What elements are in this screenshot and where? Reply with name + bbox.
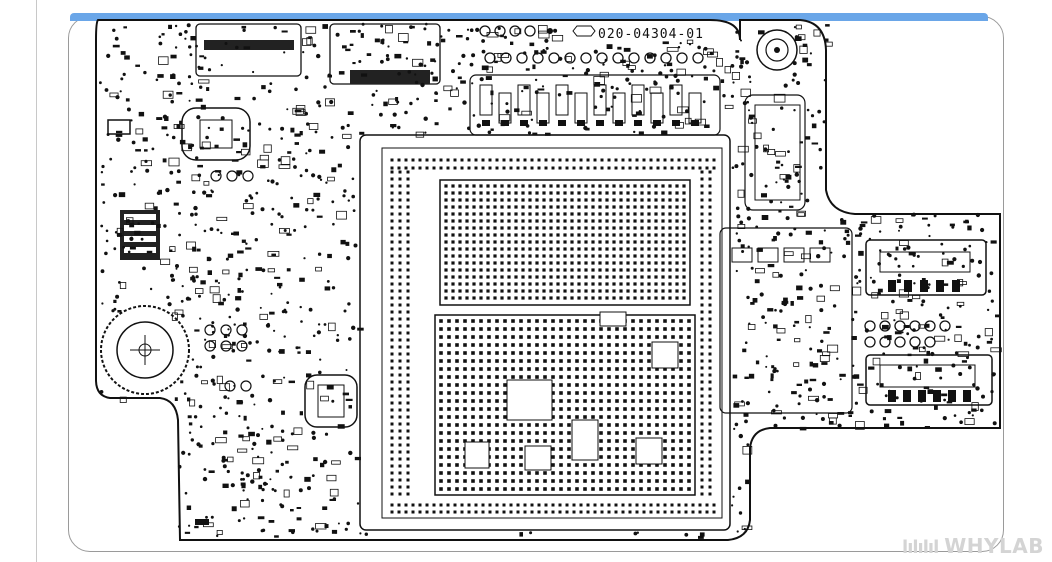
- left-mounting-hole: [100, 305, 190, 395]
- watermark-mark: lılılıl: [902, 537, 939, 558]
- part-number-label: 020-04304-01: [598, 27, 704, 42]
- board-outline: [95, 19, 1001, 541]
- viewer-left-rule: [36, 0, 37, 562]
- watermark-text: WHYLAB: [944, 534, 1044, 558]
- viewer-accent-bar: [70, 13, 988, 21]
- via-field: [99, 22, 1002, 539]
- bga-region: [359, 134, 731, 531]
- right-top-connector: [744, 29, 806, 211]
- right-side-connectors: [719, 227, 993, 414]
